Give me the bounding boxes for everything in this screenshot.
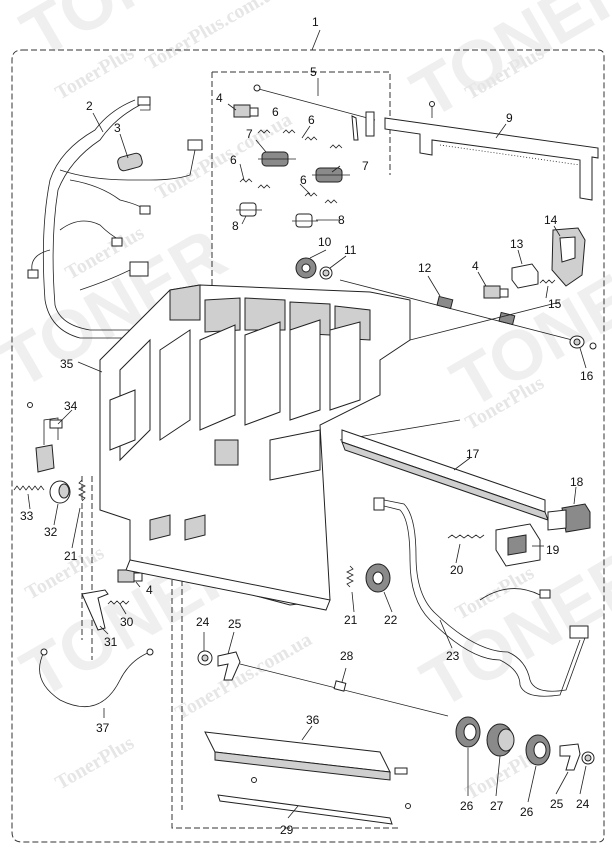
callout-26: 26 [520, 805, 534, 819]
callout-20: 20 [450, 563, 464, 577]
callout-34: 34 [64, 399, 78, 413]
main-frame-35 [99, 284, 561, 611]
shaft-28 [239, 663, 449, 717]
bushing-24-right [581, 751, 595, 765]
callout-16: 16 [580, 369, 594, 383]
gear-22 [365, 563, 391, 593]
callout-10: 10 [318, 235, 332, 249]
lever-25-left [217, 651, 241, 681]
sensor-34 [27, 402, 63, 473]
cable-37 [39, 648, 154, 708]
callout-8: 8 [232, 219, 239, 233]
subassembly-frame [211, 71, 391, 300]
watermark-brand: TonerPlus [52, 732, 139, 795]
callout-13: 13 [510, 237, 524, 251]
callout-24: 24 [196, 615, 210, 629]
bracket-18 [547, 503, 591, 533]
plate-36 [204, 731, 408, 781]
roller-8 [236, 202, 318, 228]
ferrite-core [117, 152, 143, 172]
watermark-domain: TonerPlus.com.ua [142, 0, 286, 74]
callout-23: 23 [446, 649, 460, 663]
callout-37: 37 [96, 721, 110, 735]
spring-21-right [346, 565, 354, 588]
callout-21: 21 [344, 613, 358, 627]
knob-32 [49, 480, 71, 504]
spring-30 [107, 600, 130, 605]
callout-30: 30 [120, 615, 134, 629]
bushing-16 [569, 335, 597, 350]
roller-27 [486, 723, 515, 757]
wire-harness [27, 96, 203, 339]
bracket-13 [511, 263, 539, 289]
callout-15: 15 [548, 297, 562, 311]
callout-7: 7 [362, 159, 369, 173]
lever-25-right [559, 743, 581, 771]
shaft-5 [253, 84, 376, 141]
callout-36: 36 [306, 713, 320, 727]
callout-6: 6 [272, 105, 279, 119]
callout-4: 4 [216, 91, 223, 105]
bracket-19 [495, 523, 541, 567]
callout-29: 29 [280, 823, 294, 837]
spring-33 [13, 485, 45, 491]
roller-7 [258, 151, 350, 183]
bushing-24-left [197, 650, 213, 666]
callout-21: 21 [64, 549, 78, 563]
callout-6: 6 [230, 153, 237, 167]
roller-26 [455, 716, 551, 766]
callout-33: 33 [20, 509, 34, 523]
callout-labels: 1 2 3 4 5 6 6 6 6 7 7 8 8 9 10 11 12 4 1… [20, 15, 594, 837]
leader-lines [27, 78, 587, 819]
callout-32: 32 [44, 525, 58, 539]
callout-8: 8 [338, 213, 345, 227]
callout-6: 6 [300, 173, 307, 187]
callout-7: 7 [246, 127, 253, 141]
connector-4 [117, 104, 509, 583]
callout-19: 19 [546, 543, 560, 557]
callout-18: 18 [570, 475, 584, 489]
callout-6: 6 [308, 113, 315, 127]
callout-25: 25 [550, 797, 564, 811]
gear-10 [295, 257, 317, 279]
callout-14: 14 [544, 213, 558, 227]
spring-6 [239, 129, 343, 204]
lever-31 [81, 589, 109, 631]
callout-9: 9 [506, 111, 513, 125]
watermark-domain: TonerPlus.com.ua [172, 628, 316, 724]
subassembly-frame-lower [171, 580, 400, 829]
callout-5: 5 [310, 65, 317, 79]
callout-4: 4 [146, 583, 153, 597]
spring-21-left [78, 479, 86, 502]
callout-26: 26 [460, 799, 474, 813]
bushing-11 [319, 266, 333, 280]
callout-1: 1 [312, 15, 319, 29]
spring-20 [447, 534, 485, 539]
subassembly-frame-left [81, 476, 183, 810]
cover-14 [551, 227, 586, 287]
spring-15 [539, 279, 556, 284]
callout-4: 4 [472, 259, 479, 273]
wire-harness-23 [373, 497, 589, 697]
callout-17: 17 [466, 447, 480, 461]
callout-11: 11 [344, 243, 357, 257]
callout-27: 27 [490, 799, 504, 813]
callout-28: 28 [340, 649, 354, 663]
callout-24: 24 [576, 797, 590, 811]
rail-17 [341, 429, 549, 521]
callout-22: 22 [384, 613, 398, 627]
callout-35: 35 [60, 357, 74, 371]
callout-2: 2 [86, 99, 93, 113]
callout-3: 3 [114, 121, 121, 135]
callout-31: 31 [104, 635, 118, 649]
callout-25: 25 [228, 617, 242, 631]
guide-plate-9 [384, 101, 599, 201]
plate-29 [217, 777, 411, 825]
callout-12: 12 [418, 261, 432, 275]
leader [311, 29, 321, 51]
